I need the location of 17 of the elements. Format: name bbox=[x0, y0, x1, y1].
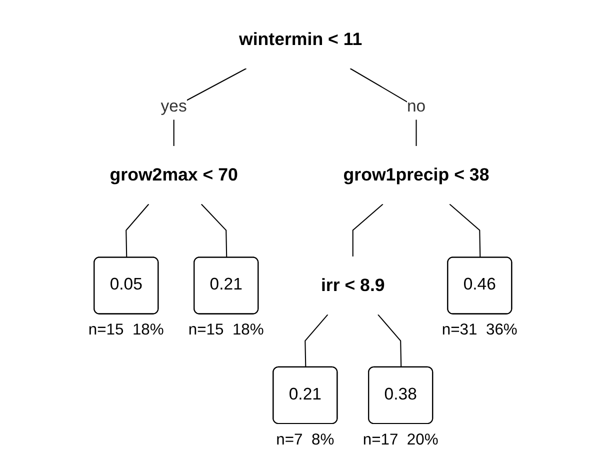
sample-count-label: n=15 18% bbox=[88, 322, 164, 339]
edge-label: no bbox=[406, 98, 426, 116]
connector bbox=[449, 204, 481, 258]
connector bbox=[126, 204, 150, 258]
node-text: wintermin < 11 bbox=[239, 29, 362, 50]
connector bbox=[352, 204, 384, 256]
sample-count-label: n=31 36% bbox=[442, 322, 518, 339]
sample-count-label: n=15 18% bbox=[188, 322, 264, 339]
connector bbox=[304, 314, 328, 368]
edge-label: yes bbox=[160, 98, 187, 116]
sample-count-label: n=7 8% bbox=[276, 431, 334, 448]
node-text: irr < 8.9 bbox=[320, 275, 385, 296]
connector bbox=[378, 314, 402, 368]
node-text: grow1precip < 38 bbox=[343, 164, 490, 185]
connector bbox=[200, 204, 228, 258]
sample-count-label: n=17 20% bbox=[362, 431, 438, 448]
node-text: grow2max < 70 bbox=[110, 164, 238, 185]
